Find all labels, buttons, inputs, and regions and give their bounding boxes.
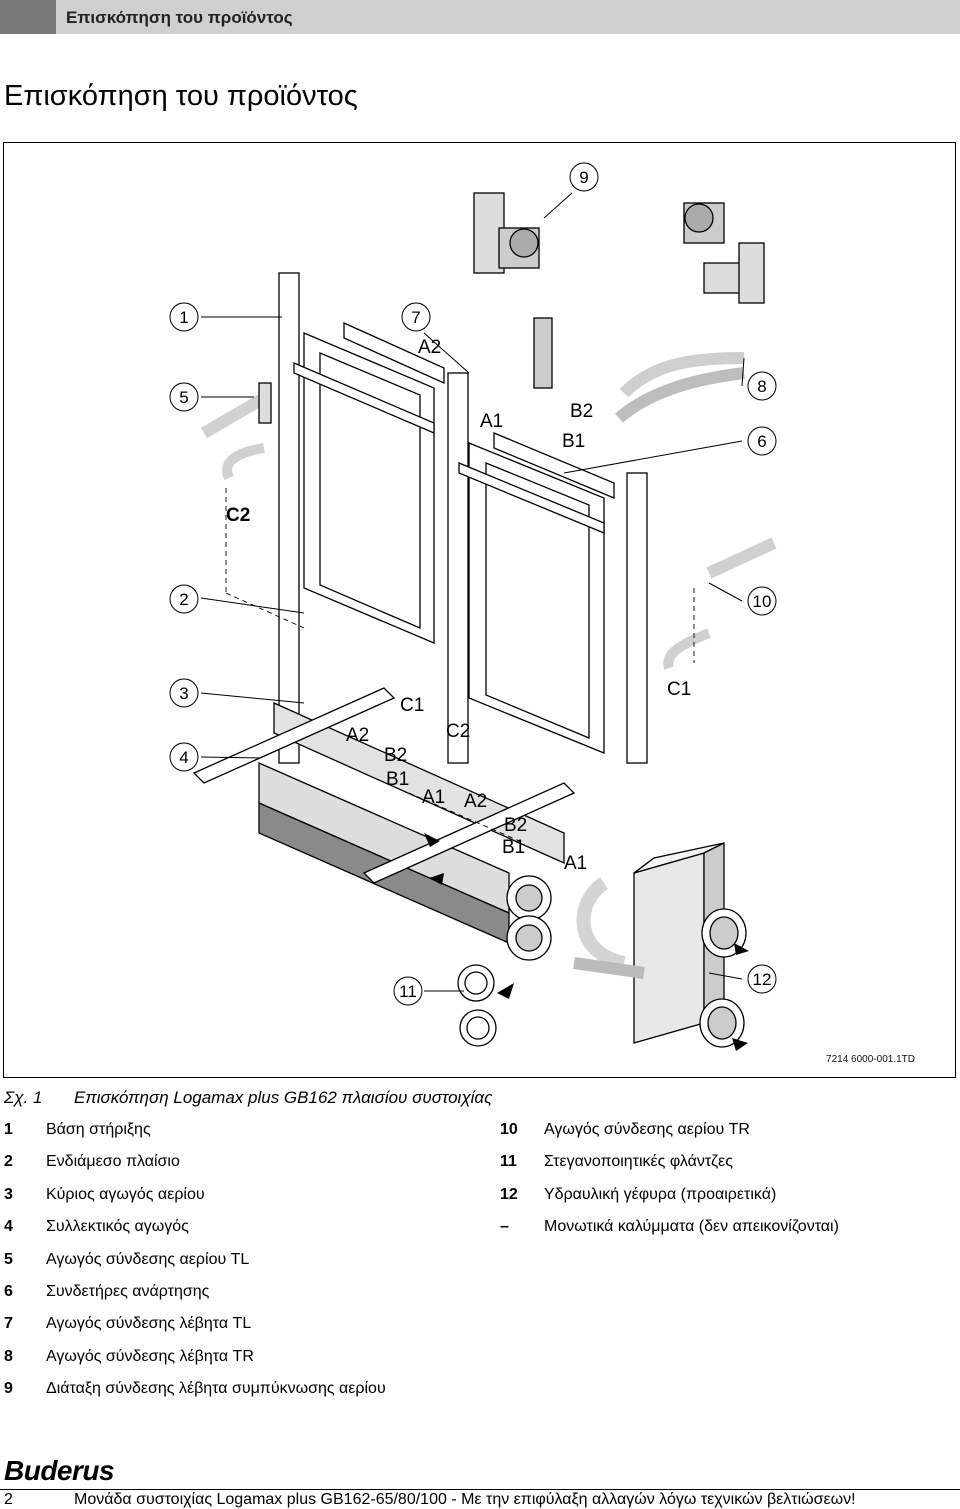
header-bar <box>56 0 960 34</box>
legend-text: Διάταξη σύνδεσης λέβητα συμπύκνωσης αερί… <box>46 1380 386 1398</box>
legend-text: Αγωγός σύνδεσης λέβητα TL <box>46 1315 252 1333</box>
legend-item: 8 Αγωγός σύνδεσης λέβητα TR <box>4 1348 386 1380</box>
callout-8: 8 <box>757 377 766 396</box>
legend-item: 3 Κύριος αγωγός αερίου <box>4 1186 386 1218</box>
legend-number: 1 <box>4 1121 13 1138</box>
legend-number: 6 <box>4 1282 13 1300</box>
legend-item: 7 Αγωγός σύνδεσης λέβητα TL <box>4 1315 386 1347</box>
callout-2: 2 <box>179 590 188 609</box>
footer: 2 Μονάδα συστοιχίας Logamax plus GB162-65… <box>4 1491 856 1509</box>
figure-caption: Σχ. 1 Επισκόπηση Logamax plus GB162 πλαισ… <box>4 1088 492 1108</box>
legend-text: Ενδιάμεσο πλαίσιο <box>46 1153 180 1171</box>
svg-text:B2: B2 <box>384 745 407 766</box>
page-title: Επισκόπηση του προϊόντος <box>4 80 358 112</box>
exploded-view-drawing: 1 2 3 4 5 6 7 8 9 10 11 12 A2 A1 B2 B1 C… <box>169 162 777 1051</box>
svg-text:B1: B1 <box>502 837 525 858</box>
svg-text:B1: B1 <box>562 431 585 452</box>
legend-item: 6 Συνδετήρες ανάρτησης <box>4 1283 386 1315</box>
legend-number: 9 <box>4 1380 13 1398</box>
legend-number: 5 <box>4 1250 13 1268</box>
svg-text:C2: C2 <box>446 721 470 742</box>
legend-item: 4 Συλλεκτικός αγωγός <box>4 1218 386 1250</box>
legend-text: Υδραυλική γέφυρα (προαιρετικά) <box>544 1185 777 1203</box>
svg-text:B1: B1 <box>386 769 409 790</box>
svg-text:A1: A1 <box>422 787 445 808</box>
legend-number: 10 <box>500 1121 518 1138</box>
legend-text: Μονωτικά καλύμματα (δεν απεικονίζονται) <box>544 1218 839 1236</box>
svg-text:B2: B2 <box>504 815 527 836</box>
header-title: Επισκόπηση του προϊόντος <box>66 8 293 27</box>
page-number: 2 <box>4 1491 13 1508</box>
legend-number: 7 <box>4 1315 13 1333</box>
legend-right: 10 Αγωγός σύνδεσης αερίου TR 11 Στεγανοποι… <box>500 1121 839 1251</box>
product-overview-figure: 1 2 3 4 5 6 7 8 9 10 11 12 A2 A1 B2 B1 C… <box>3 142 956 1078</box>
svg-text:C1: C1 <box>667 679 691 700</box>
legend-item: 10 Αγωγός σύνδεσης αερίου TR <box>500 1121 839 1153</box>
svg-text:A2: A2 <box>464 791 487 812</box>
callout-10: 10 <box>753 592 772 611</box>
legend-text: Συνδετήρες ανάρτησης <box>46 1282 210 1300</box>
legend-item: 5 Αγωγός σύνδεσης αερίου TL <box>4 1251 386 1283</box>
svg-text:B2: B2 <box>570 401 593 422</box>
legend-text: Συλλεκτικός αγωγός <box>46 1218 189 1236</box>
figure-label: Σχ. 1 <box>4 1088 43 1107</box>
callout-1: 1 <box>179 308 188 327</box>
svg-text:A2: A2 <box>418 337 441 358</box>
callout-9: 9 <box>579 168 588 187</box>
legend-text: Βάση στήριξης <box>46 1121 151 1138</box>
legend-item: 2 Ενδιάμεσο πλαίσιο <box>4 1153 386 1185</box>
svg-text:A2: A2 <box>346 725 369 746</box>
callout-6: 6 <box>757 432 766 451</box>
buderus-logo: Buderus <box>4 1455 115 1486</box>
legend-number: 8 <box>4 1347 13 1365</box>
legend-item: 11 Στεγανοποιητικές φλάντζες <box>500 1153 839 1185</box>
header-accent-block <box>0 0 56 34</box>
legend-text: Κύριος αγωγός αερίου <box>46 1185 205 1203</box>
legend-item: – Μονωτικά καλύμματα (δεν απεικονίζονται) <box>500 1218 839 1250</box>
legend-text: Στεγανοποιητικές φλάντζες <box>544 1153 733 1171</box>
legend-number: – <box>500 1218 509 1236</box>
legend-number: 4 <box>4 1218 13 1236</box>
figure-code: 7214 6000-001.1TD <box>826 1054 915 1065</box>
legend-number: 12 <box>500 1185 518 1203</box>
legend-number: 2 <box>4 1153 13 1171</box>
svg-text:A1: A1 <box>480 411 503 432</box>
svg-text:C2: C2 <box>226 505 250 526</box>
legend-number: 11 <box>500 1153 517 1171</box>
callout-7: 7 <box>411 308 420 327</box>
hydraulic-bridge <box>633 852 705 1044</box>
legend-text: Αγωγός σύνδεσης αερίου TL <box>46 1250 250 1268</box>
callout-12: 12 <box>753 970 772 989</box>
svg-text:C1: C1 <box>400 695 424 716</box>
legend-number: 3 <box>4 1185 13 1203</box>
callout-11: 11 <box>399 982 417 1001</box>
callout-5: 5 <box>179 388 188 407</box>
legend-left: 1 Βάση στήριξης 2 Ενδιάμεσο πλαίσιο 3 Κύριο… <box>4 1121 386 1413</box>
pump-assembly-left <box>473 192 553 389</box>
legend-text: Αγωγός σύνδεσης αερίου TR <box>544 1121 750 1138</box>
legend-item: 12 Υδραυλική γέφυρα (προαιρετικά) <box>500 1186 839 1218</box>
legend-text: Αγωγός σύνδεσης λέβητα TR <box>46 1347 254 1365</box>
svg-text:A1: A1 <box>564 853 587 874</box>
frame-right <box>468 442 605 754</box>
callout-3: 3 <box>179 684 188 703</box>
figure-caption-text: Επισκόπηση Logamax plus GB162 πλαισίου σ… <box>74 1088 493 1107</box>
legend-item: 9 Διάταξη σύνδεσης λέβητα συμπύκνωσης αερ… <box>4 1380 386 1412</box>
pump-assembly-right <box>683 202 765 304</box>
footer-divider <box>0 1489 960 1490</box>
legend-item: 1 Βάση στήριξης <box>4 1121 386 1153</box>
callout-4: 4 <box>179 748 188 767</box>
footer-text: Μονάδα συστοιχίας Logamax plus GB162-65/… <box>74 1491 856 1508</box>
